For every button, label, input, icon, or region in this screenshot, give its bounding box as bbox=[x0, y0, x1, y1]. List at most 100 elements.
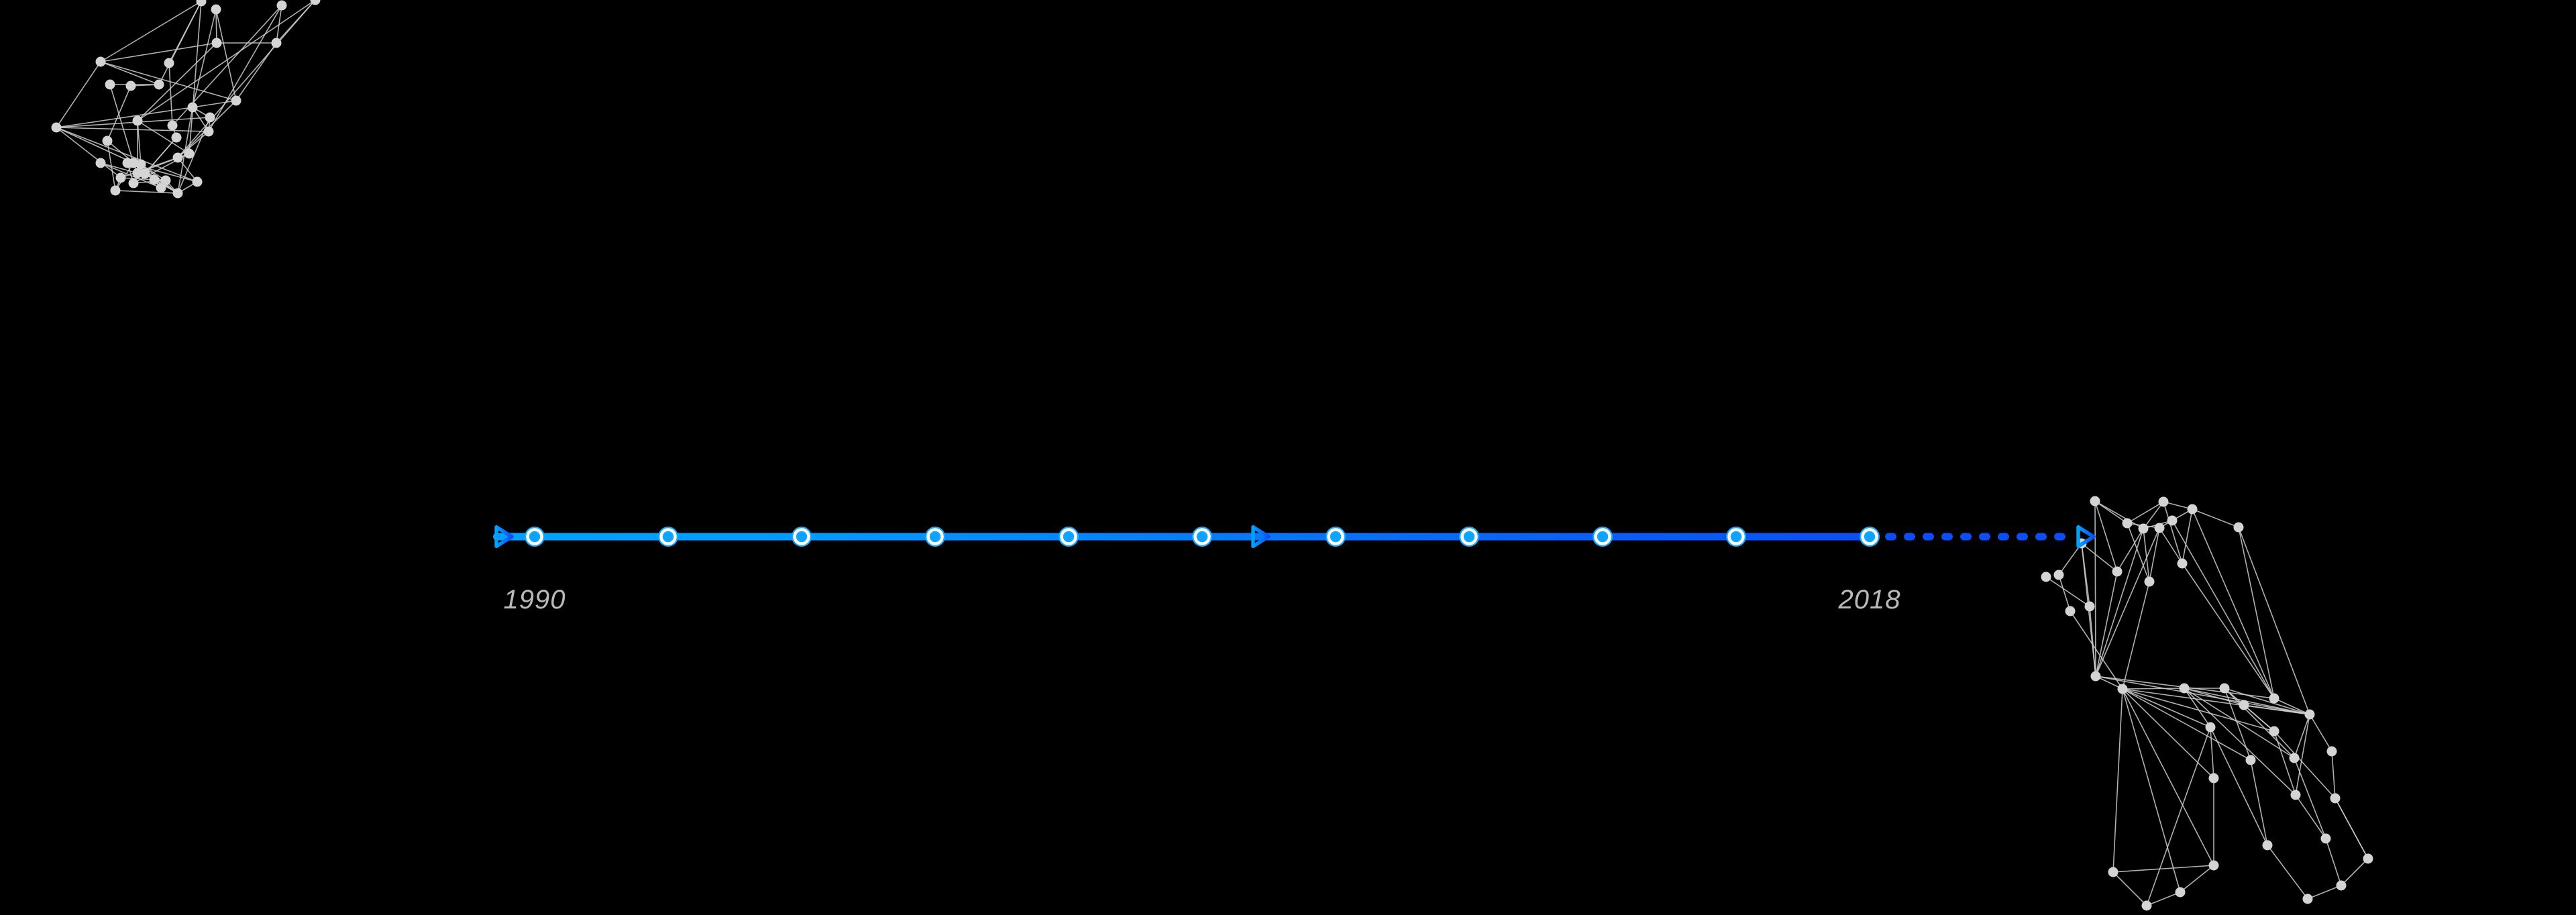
graph-edge bbox=[2182, 563, 2275, 699]
timeline-arrow-icon bbox=[1251, 525, 1271, 549]
graph-nodes bbox=[2041, 496, 2373, 911]
timeline-arrow-icon bbox=[2076, 525, 2096, 549]
timeline-node[interactable] bbox=[1459, 527, 1479, 547]
graph-edge bbox=[137, 120, 142, 165]
timeline-node[interactable] bbox=[925, 527, 945, 547]
graph-node bbox=[184, 148, 195, 159]
timeline-dash bbox=[1923, 533, 1934, 541]
graph-node bbox=[192, 176, 203, 187]
graph-node bbox=[2326, 746, 2337, 757]
graph-node bbox=[2336, 880, 2347, 891]
graph-node bbox=[2179, 683, 2190, 694]
graph-edge bbox=[100, 1, 202, 62]
graph-edge bbox=[2143, 528, 2150, 582]
graph-node bbox=[2090, 671, 2101, 682]
timeline-node[interactable] bbox=[658, 527, 678, 547]
timeline-node-core bbox=[1198, 533, 1206, 541]
graph-edge bbox=[2095, 571, 2118, 677]
graph-edge bbox=[2224, 688, 2295, 759]
graph-node bbox=[2269, 726, 2279, 737]
timeline-axis-line bbox=[493, 533, 1874, 541]
graph-edge bbox=[2094, 500, 2128, 524]
timeline-node-ring bbox=[1460, 528, 1478, 545]
graph-edge bbox=[2122, 688, 2181, 893]
graph-edge bbox=[2159, 527, 2183, 564]
timeline-node[interactable] bbox=[1593, 527, 1613, 547]
graph-node bbox=[2108, 867, 2118, 877]
graph-edge bbox=[2184, 688, 2296, 796]
graph-edge bbox=[2210, 726, 2214, 779]
graph-edge bbox=[2122, 688, 2185, 690]
graph-edge bbox=[2095, 676, 2310, 715]
graph-edge bbox=[168, 62, 173, 126]
timeline-dash bbox=[1960, 533, 1972, 541]
graph-edge bbox=[2112, 865, 2214, 873]
graph-node bbox=[125, 80, 136, 91]
graph-edge bbox=[2238, 527, 2275, 699]
graph-edge bbox=[137, 42, 217, 121]
graph-edge bbox=[177, 0, 316, 158]
graph-node bbox=[115, 172, 126, 183]
timeline-node[interactable] bbox=[792, 527, 812, 547]
timeline-node[interactable] bbox=[1059, 527, 1079, 547]
timeline-node-core bbox=[1732, 533, 1740, 541]
graph-node bbox=[172, 152, 183, 163]
graph-node bbox=[95, 56, 106, 67]
timeline-node[interactable] bbox=[525, 527, 545, 547]
graph-edges bbox=[2045, 500, 2369, 906]
graph-edge bbox=[2127, 501, 2164, 524]
timeline-node-core bbox=[798, 533, 806, 541]
graph-edge bbox=[2095, 527, 2160, 677]
graph-edge bbox=[2163, 501, 2183, 564]
graph-edge bbox=[2058, 574, 2071, 612]
timeline-node-ring bbox=[1327, 528, 1344, 545]
timeline-node[interactable] bbox=[1726, 527, 1746, 547]
graph-edge bbox=[100, 162, 162, 189]
graph-node bbox=[2144, 576, 2155, 587]
graph-edge bbox=[100, 61, 237, 101]
graph-node bbox=[2117, 684, 2128, 694]
timeline-node-ring bbox=[1060, 528, 1077, 545]
graph-node bbox=[310, 0, 321, 5]
timeline-node-ring bbox=[1193, 528, 1211, 545]
graph-edge bbox=[2081, 543, 2118, 572]
graph-edge bbox=[2045, 576, 2090, 607]
graph-edge bbox=[2122, 688, 2211, 728]
timeline-dash bbox=[1998, 533, 2009, 541]
graph-edge bbox=[168, 1, 202, 64]
graph-node bbox=[2158, 496, 2169, 507]
graph-edge bbox=[2210, 726, 2268, 846]
timeline-year-label: 2018 bbox=[1838, 585, 1901, 614]
timeline-node[interactable] bbox=[1860, 527, 1880, 547]
graph-edge bbox=[2294, 757, 2326, 839]
graph-edge bbox=[2127, 523, 2150, 582]
graph-node bbox=[2154, 523, 2165, 533]
graph-edge bbox=[2273, 731, 2336, 799]
timeline-dash bbox=[2035, 533, 2047, 541]
graph-edge bbox=[2116, 528, 2144, 572]
graph-edge bbox=[2112, 871, 2147, 906]
graph-edge bbox=[2143, 501, 2164, 529]
timeline-node-ring bbox=[793, 528, 810, 545]
timeline-node[interactable] bbox=[1192, 527, 1212, 547]
graph-edge bbox=[2325, 838, 2342, 886]
timeline-dash bbox=[2054, 533, 2065, 541]
graph-edge bbox=[2122, 688, 2251, 761]
graph-edge bbox=[2309, 714, 2332, 752]
graph-edge bbox=[2224, 688, 2310, 715]
graph-node bbox=[271, 38, 282, 48]
graph-node bbox=[122, 158, 133, 168]
graph-node bbox=[2239, 700, 2249, 710]
graph-node bbox=[2302, 894, 2313, 904]
graph-node bbox=[211, 4, 221, 15]
graph-node bbox=[2245, 755, 2256, 765]
graph-node bbox=[205, 112, 215, 123]
timeline-node[interactable] bbox=[1326, 527, 1346, 547]
graph-edge bbox=[215, 9, 217, 44]
timeline-node-core bbox=[1599, 533, 1607, 541]
graph-edge bbox=[2070, 610, 2123, 690]
graph-edge bbox=[2182, 508, 2193, 564]
network-graph-bottom-right bbox=[2041, 496, 2373, 911]
